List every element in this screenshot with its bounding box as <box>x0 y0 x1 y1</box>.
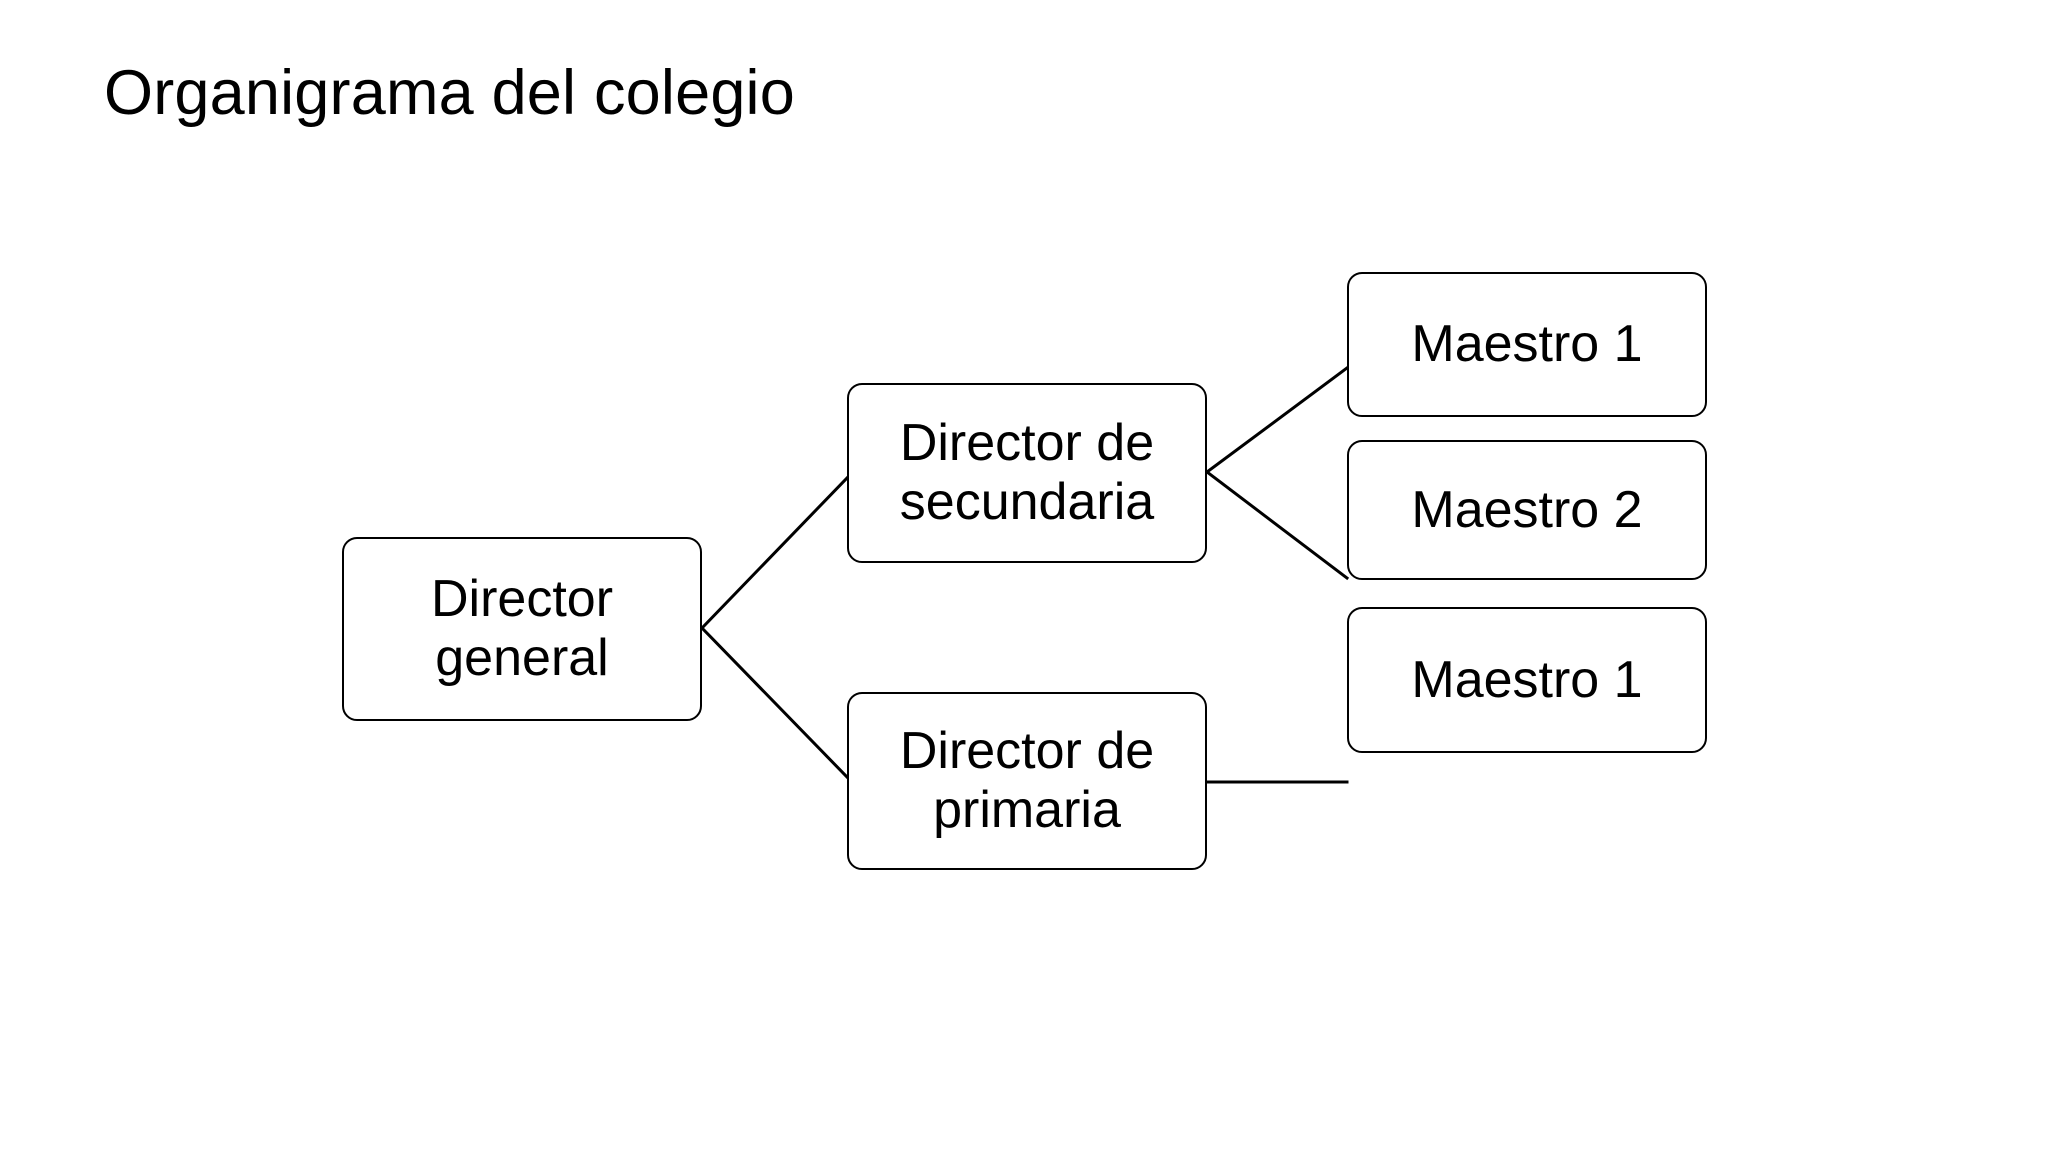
org-node-label: Director de primaria <box>899 722 1155 839</box>
org-node-label: Director general <box>430 570 614 687</box>
org-node-director-primaria[interactable]: Director de primaria <box>847 692 1207 870</box>
org-node-director-general[interactable]: Director general <box>342 537 702 721</box>
org-node-label: Director de secundaria <box>899 414 1155 531</box>
connector-secundaria-to-maestro-2 <box>1204 469 1350 581</box>
connector-secundaria-to-maestro-1 <box>1204 365 1350 475</box>
org-node-maestro-secundaria-2[interactable]: Maestro 2 <box>1347 440 1707 580</box>
org-node-label: Maestro 2 <box>1411 480 1643 539</box>
org-node-label: Maestro 1 <box>1411 650 1643 709</box>
connector-general-to-primaria <box>699 625 850 780</box>
connector-general-to-secundaria <box>699 475 850 631</box>
page-title: Organigrama del colegio <box>104 58 795 128</box>
org-node-director-secundaria[interactable]: Director de secundaria <box>847 383 1207 563</box>
org-node-maestro-primaria-1[interactable]: Maestro 1 <box>1347 607 1707 753</box>
org-node-maestro-secundaria-1[interactable]: Maestro 1 <box>1347 272 1707 417</box>
org-node-label: Maestro 1 <box>1411 315 1643 374</box>
